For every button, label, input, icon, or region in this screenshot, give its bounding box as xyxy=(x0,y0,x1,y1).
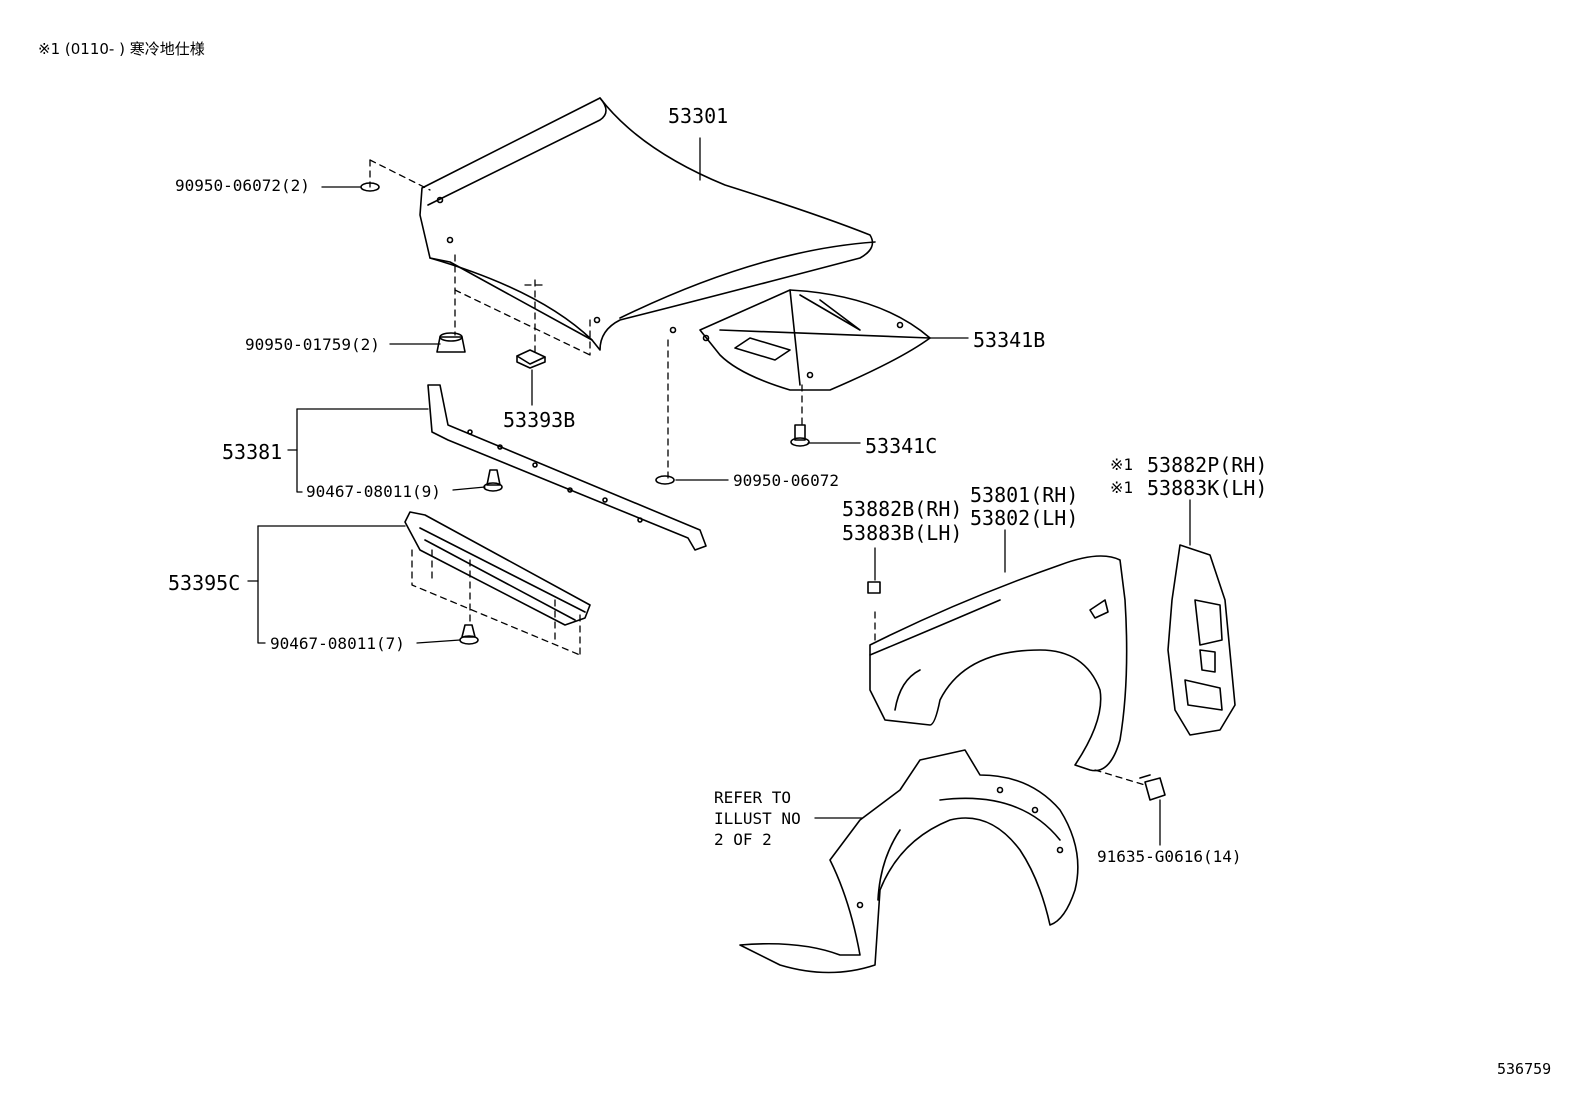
cold-region-mark-2: ※1 xyxy=(1110,478,1134,497)
hood-plug-bottom[interactable] xyxy=(655,475,675,485)
radiator-grille-sub[interactable] xyxy=(404,511,591,626)
label-fender-panel-rh[interactable]: 53882P(RH) xyxy=(1147,453,1268,477)
label-hood-insulator[interactable]: 53341B xyxy=(973,328,1046,352)
label-fender-panel-lh[interactable]: 53883K(LH) xyxy=(1147,476,1268,500)
header-note: ※1 (0110- ) 寒冷地仕様 xyxy=(38,40,205,58)
label-clip-7[interactable]: 90467-08011(7) xyxy=(270,634,405,653)
label-hood-plug-bottom[interactable]: 90950-06072 xyxy=(733,471,839,490)
insulator-clip[interactable] xyxy=(790,424,810,447)
fender[interactable] xyxy=(869,555,1128,772)
diagram-code: 536759 xyxy=(1497,1060,1552,1078)
label-clip-9[interactable]: 90467-08011(9) xyxy=(306,482,441,501)
label-fender-rh[interactable]: 53801(RH) xyxy=(970,483,1079,507)
hood-seal-part[interactable] xyxy=(516,349,546,369)
label-fender-seal-lh[interactable]: 53883B(LH) xyxy=(842,521,963,545)
label-hood-cushion[interactable]: 90950-01759(2) xyxy=(245,335,380,354)
hood[interactable] xyxy=(419,97,876,351)
label-radiator-grille-sub[interactable]: 53395C xyxy=(168,571,241,595)
label-hood-plug-top[interactable]: 90950-06072(2) xyxy=(175,176,310,195)
fender-liner[interactable] xyxy=(739,749,1079,974)
reference-note: REFER TO ILLUST NO 2 OF 2 xyxy=(714,788,801,849)
fender-panel[interactable] xyxy=(1167,544,1236,736)
hood-lock-support[interactable] xyxy=(427,384,707,551)
fender-seal-part[interactable] xyxy=(867,581,881,594)
label-hood[interactable]: 53301 xyxy=(668,104,729,128)
bolt-part[interactable] xyxy=(1139,774,1166,801)
label-insulator-clip[interactable]: 53341C xyxy=(865,434,938,458)
label-hood-seal[interactable]: 53393B xyxy=(503,408,576,432)
hood-insulator[interactable] xyxy=(699,289,931,391)
label-fender-lh[interactable]: 53802(LH) xyxy=(970,506,1079,530)
hood-cushion[interactable] xyxy=(436,332,466,353)
label-hood-lock-support[interactable]: 53381 xyxy=(222,440,283,464)
label-fender-seal-rh[interactable]: 53882B(RH) xyxy=(842,497,963,521)
cold-region-mark-1: ※1 xyxy=(1110,455,1134,474)
label-bolt[interactable]: 91635-G0616(14) xyxy=(1097,847,1242,866)
clip-9-part[interactable] xyxy=(483,469,503,492)
clip-7-part[interactable] xyxy=(459,624,479,645)
